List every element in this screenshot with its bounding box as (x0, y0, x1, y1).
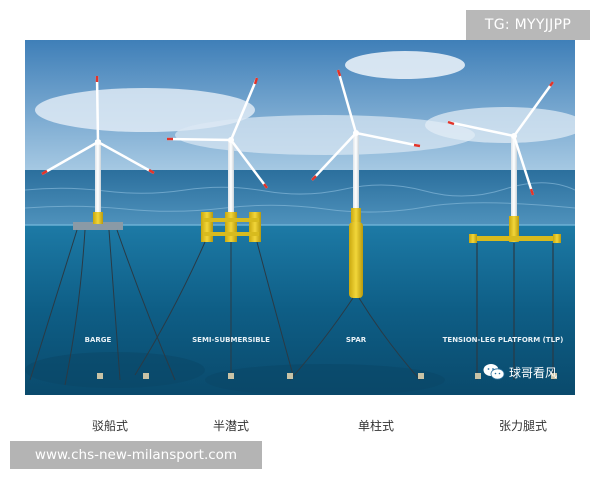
url-badge: www.chs-new-milansport.com (10, 441, 262, 469)
turbine-tlp (447, 81, 561, 380)
turbine-spar (289, 69, 421, 381)
caption-semi-submersible: 半潜式 (212, 419, 250, 433)
floating-turbine-illustration: BARGE SEMI-SUBMERSIBLE SPAR TENSION-LEG … (25, 40, 575, 395)
watermark: 球哥看风 (483, 363, 557, 381)
label-semi-submersible: SEMI-SUBMERSIBLE (192, 336, 270, 344)
tg-badge: TG: MYYJJPP (466, 10, 590, 40)
label-tlp: TENSION-LEG PLATFORM (TLP) (442, 336, 564, 344)
sea-surface (25, 170, 575, 225)
scene-svg (25, 40, 575, 395)
wechat-icon (483, 363, 505, 381)
anchors (97, 373, 557, 379)
label-spar: SPAR (345, 336, 367, 344)
watermark-text: 球哥看风 (508, 365, 557, 380)
turbine-semi-submersible (134, 77, 294, 378)
caption-tlp: 张力腿式 (498, 419, 548, 433)
turbine-barge (29, 75, 176, 386)
caption-barge: 驳船式 (91, 419, 129, 433)
label-barge: BARGE (84, 336, 112, 344)
caption-spar: 单柱式 (357, 419, 395, 433)
